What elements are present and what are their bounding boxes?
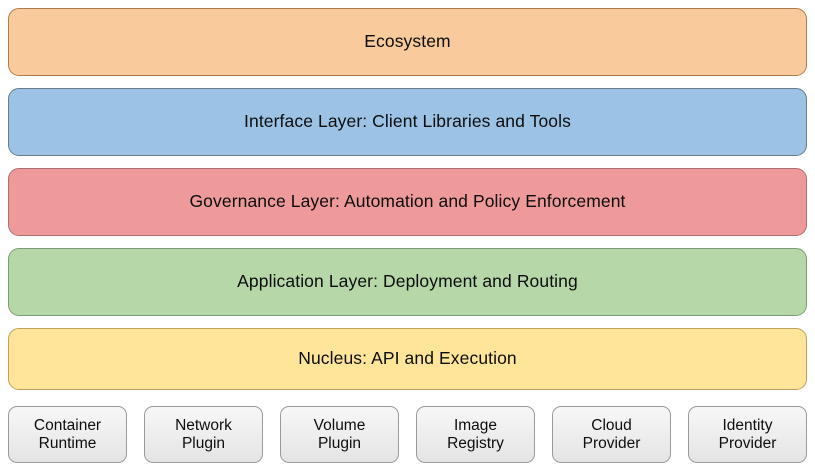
layer-label: Ecosystem (364, 31, 451, 52)
layer-label: Application Layer: Deployment and Routin… (237, 271, 578, 292)
layer-box-governance[interactable]: Governance Layer: Automation and Policy … (8, 168, 807, 236)
component-label-line1: Network (175, 416, 232, 434)
component-label-line2: Registry (447, 434, 504, 452)
layer-label: Nucleus: API and Execution (298, 348, 517, 369)
component-label-line2: Runtime (38, 434, 97, 452)
component-label-line1: Cloud (591, 416, 632, 434)
component-label-line1: Identity (722, 416, 773, 434)
component-label-line1: Container (33, 416, 102, 434)
layer-box-ecosystem[interactable]: Ecosystem (8, 8, 807, 76)
layer-box-nucleus[interactable]: Nucleus: API and Execution (8, 328, 807, 390)
component-label-line1: Image (453, 416, 498, 434)
layer-box-interface[interactable]: Interface Layer: Client Libraries and To… (8, 88, 807, 156)
component-label-line1: Volume (313, 416, 366, 434)
component-label-line2: Plugin (181, 434, 226, 452)
layer-label: Interface Layer: Client Libraries and To… (244, 111, 571, 132)
component-label-line2: Plugin (317, 434, 362, 452)
layer-box-application[interactable]: Application Layer: Deployment and Routin… (8, 248, 807, 316)
layer-label: Governance Layer: Automation and Policy … (189, 191, 626, 212)
component-label-line2: Provider (718, 434, 777, 452)
component-label-line2: Provider (582, 434, 641, 452)
